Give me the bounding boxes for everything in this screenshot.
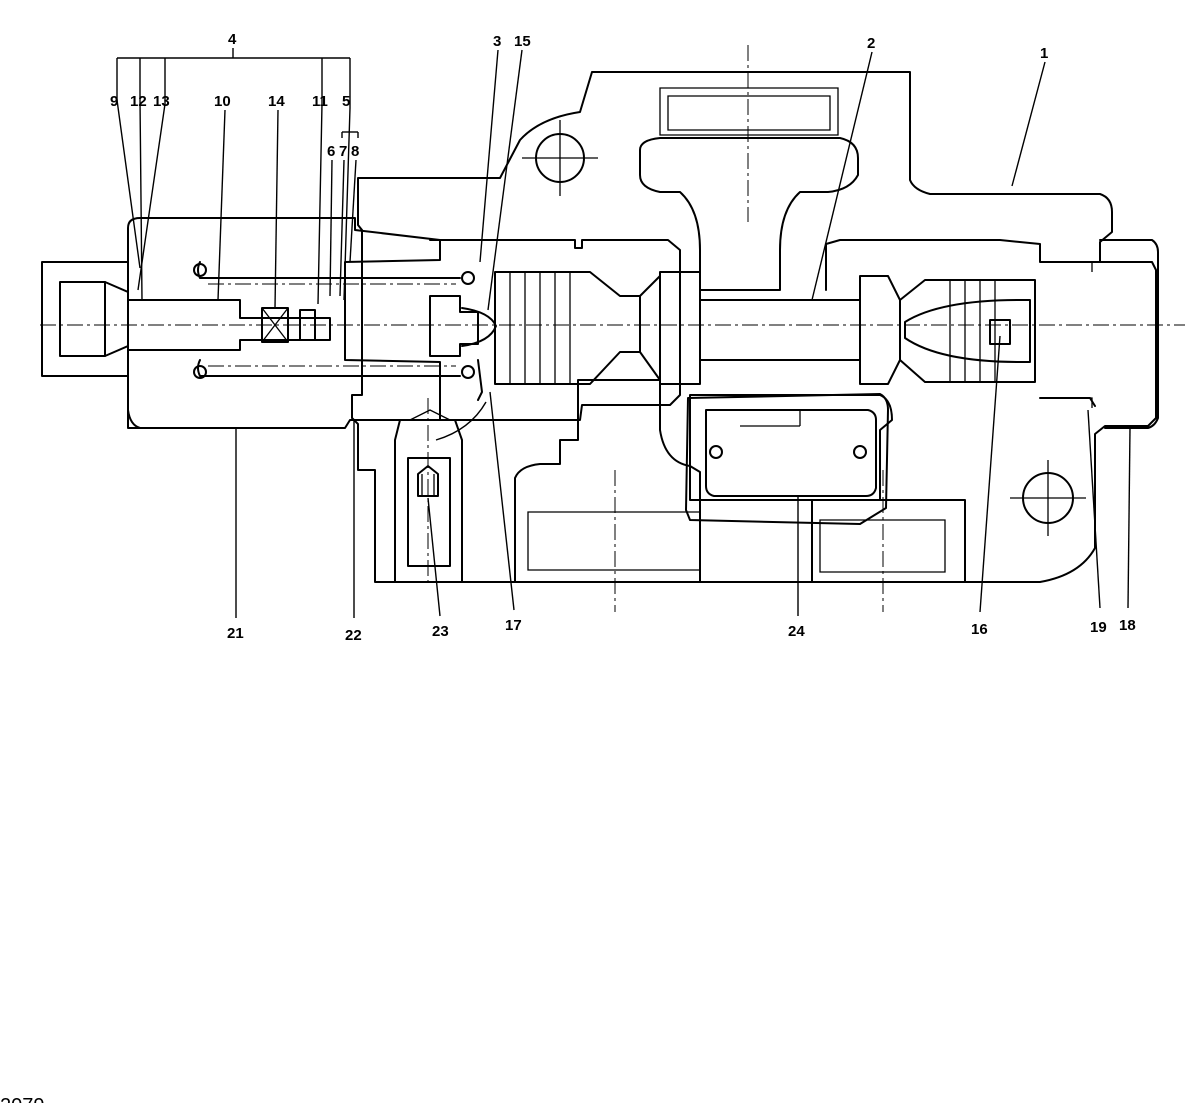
callout-16: 16 xyxy=(971,621,988,638)
callout-19: 19 xyxy=(1090,619,1107,636)
callout-1: 1 xyxy=(1040,45,1048,62)
callout-3: 3 xyxy=(493,33,501,50)
callout-21: 21 xyxy=(227,625,244,642)
callout-13: 13 xyxy=(153,93,170,110)
callout-2: 2 xyxy=(867,35,875,52)
leader-lines xyxy=(116,48,1131,618)
callout-10: 10 xyxy=(214,93,231,110)
callout-18: 18 xyxy=(1119,617,1136,634)
top-port-flange xyxy=(639,137,859,291)
spring-cap-housing xyxy=(127,217,441,429)
callout-24: 24 xyxy=(788,623,805,640)
nameplate xyxy=(685,393,889,525)
mounting-hole-right xyxy=(1010,460,1086,536)
callout-14: 14 xyxy=(268,93,285,110)
top-port-inner xyxy=(659,87,839,136)
valve-body-outline xyxy=(351,71,1157,583)
right-end-cap xyxy=(1099,239,1159,429)
callout-12: 12 xyxy=(130,93,147,110)
adjust-screw-body xyxy=(41,261,129,377)
spring-guide-rod xyxy=(127,299,331,351)
figure-code: 2079 xyxy=(0,1095,45,1103)
callout-9: 9 xyxy=(110,93,118,110)
callout-8: 8 xyxy=(351,143,359,160)
callout-4: 4 xyxy=(228,31,237,48)
return-spring xyxy=(193,261,475,379)
callout-5: 5 xyxy=(342,93,350,110)
bottom-port-right xyxy=(811,499,966,583)
spool-end-piece xyxy=(429,295,479,357)
callout-15: 15 xyxy=(514,33,531,50)
callout-11: 11 xyxy=(312,93,328,110)
mounting-hole-left xyxy=(522,120,598,196)
callout-22: 22 xyxy=(345,627,362,644)
bottom-port-left xyxy=(514,379,701,583)
main-spool xyxy=(494,271,1036,385)
spool-bore-left xyxy=(429,239,681,421)
spring-cap-flange xyxy=(127,364,141,429)
relief-valve-plug xyxy=(394,409,463,583)
callout-7: 7 xyxy=(339,143,347,160)
callout-23: 23 xyxy=(432,623,449,640)
callout-17: 17 xyxy=(505,617,522,634)
callout-6: 6 xyxy=(327,143,335,160)
